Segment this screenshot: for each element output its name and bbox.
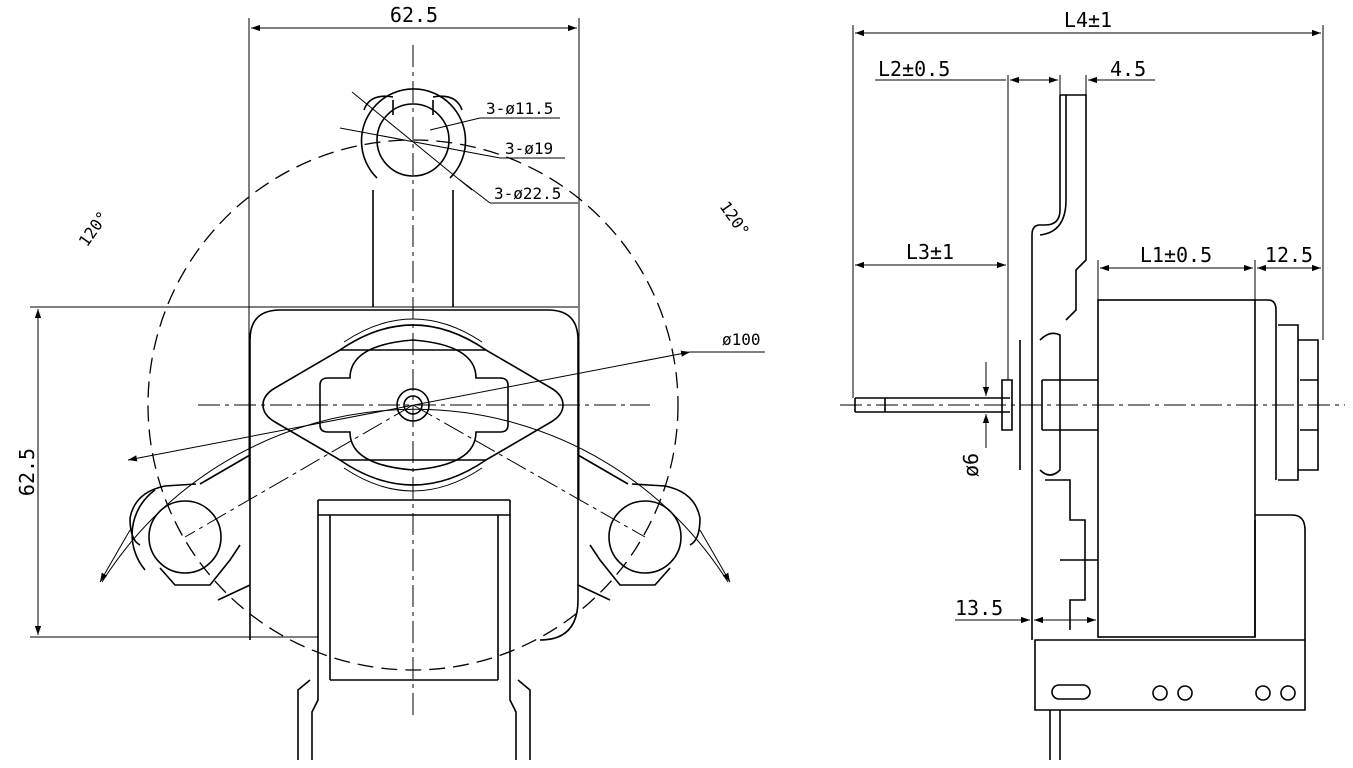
dim-L2-label: L2±0.5: [878, 57, 950, 81]
side-plate: [1031, 95, 1061, 640]
slot-hole: [1051, 684, 1091, 700]
dim-height-label: 62.5: [15, 448, 39, 496]
side-view: L4±1 L2±0.5 4.5 L3±1 L1±0.5 12.5 ø6 13.5: [840, 8, 1345, 760]
bearing-hub: [1019, 340, 1098, 470]
hole-small-label: 3-ø11.5: [486, 99, 553, 118]
front-view: 62.5 62.5 3-ø11.5 3-ø19 3-ø22.5 ø100 120…: [15, 3, 765, 760]
centerline-right: [412, 404, 646, 538]
shaft: [854, 397, 1010, 413]
dim-L3-label: L3±1: [906, 240, 954, 264]
dim-13-5-label: 13.5: [955, 596, 1003, 620]
dim-shaft-label: ø6: [959, 453, 983, 477]
lower-bracket: [1034, 514, 1306, 711]
angle-left-label: 120°: [75, 208, 113, 250]
centerline-left: [184, 404, 414, 538]
dim-width-label: 62.5: [390, 3, 438, 27]
dim-4-5-label: 4.5: [1110, 57, 1146, 81]
hole-large-label: 3-ø22.5: [494, 184, 561, 203]
right-mounting-arm: [577, 454, 701, 601]
hole-mid-label: 3-ø19: [505, 139, 553, 158]
pitch-circle-label: ø100: [722, 330, 761, 349]
stator-body: [1097, 299, 1256, 638]
mounting-plate: [249, 309, 579, 641]
top-mounting-arm: [360, 88, 467, 307]
dim-12-5-label: 12.5: [1265, 243, 1313, 267]
rear-nut: [1278, 324, 1319, 481]
angle-right-label: 120°: [716, 198, 754, 240]
dim-L1-label: L1±0.5: [1140, 243, 1212, 267]
dim-L4-label: L4±1: [1064, 8, 1112, 32]
coil-outline: [339, 324, 487, 486]
bottom-bracket: [297, 499, 531, 760]
outer-arc: [101, 408, 729, 583]
left-mounting-arm: [129, 454, 251, 601]
